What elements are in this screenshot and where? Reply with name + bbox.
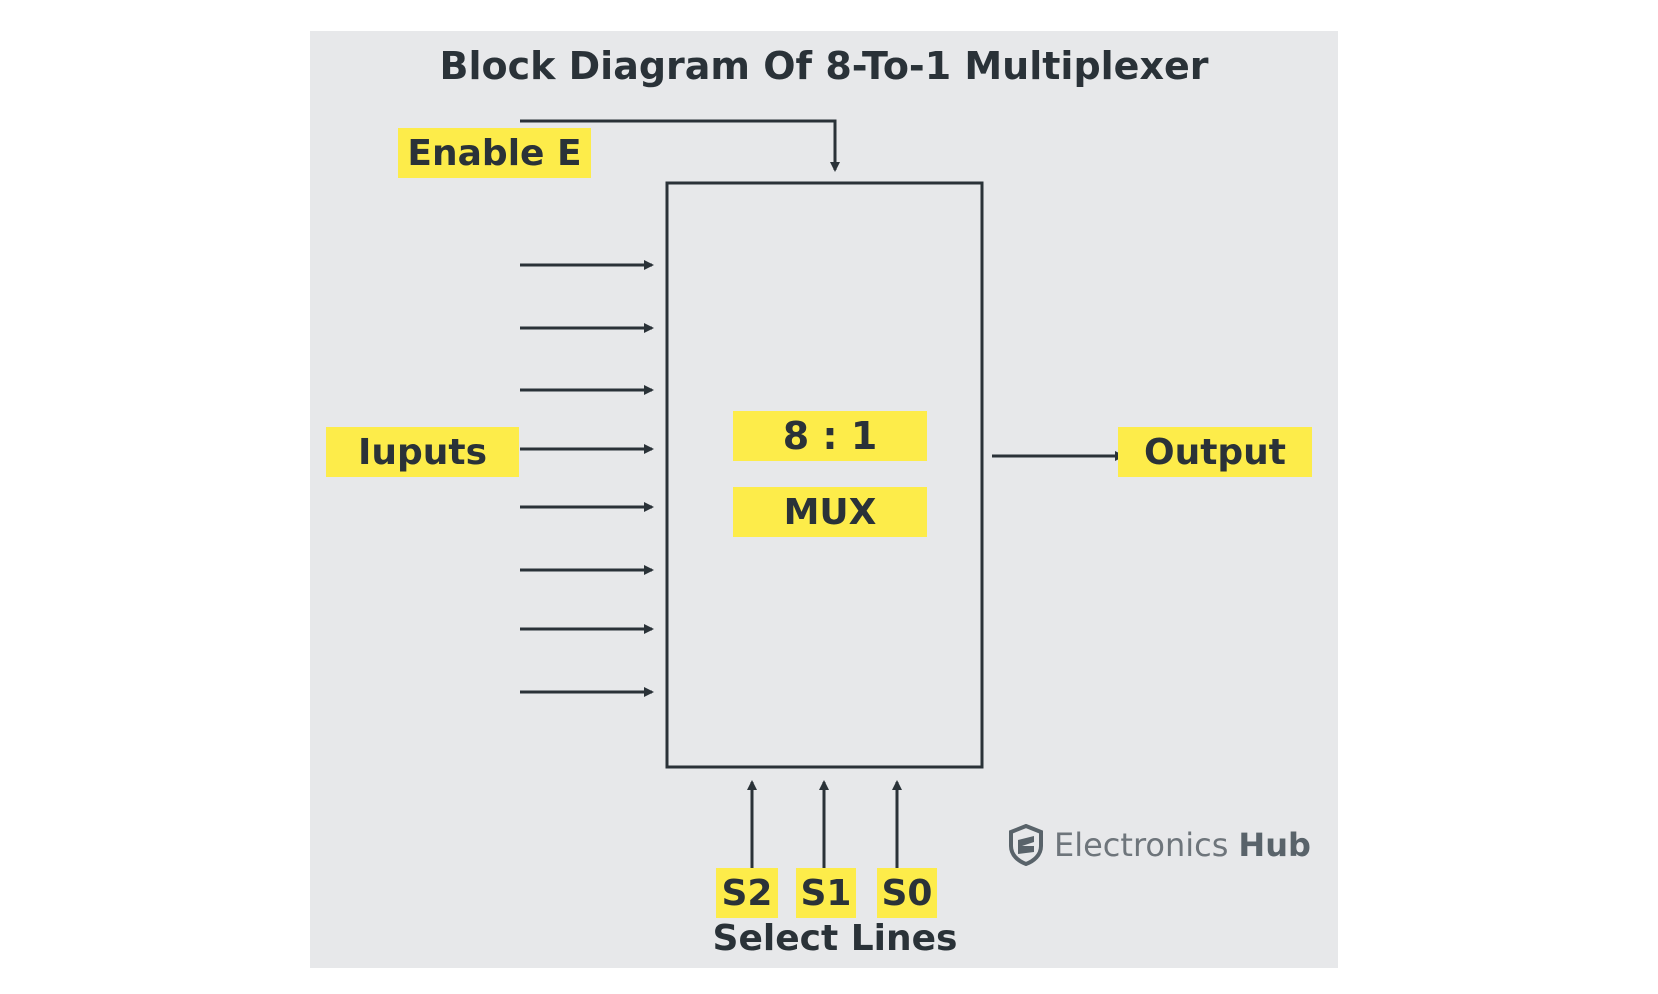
inputs-label: Iuputs <box>326 427 519 477</box>
select-line-s0: S0 <box>877 868 937 918</box>
select-line-s1: S1 <box>796 868 856 918</box>
mux-ratio-label: 8 : 1 <box>733 411 927 461</box>
diagram-title: Block Diagram Of 8-To-1 Multiplexer <box>439 44 1209 88</box>
brand-suffix: Hub <box>1238 826 1311 864</box>
brand-name: Electronics <box>1054 826 1229 864</box>
shield-logo-icon <box>1009 824 1043 866</box>
input-arrows <box>520 260 654 697</box>
mux-name-label: MUX <box>733 487 927 537</box>
select-lines-caption: Select Lines <box>712 918 958 959</box>
brand-logo: Electronics Hub <box>1008 820 1311 870</box>
enable-label: Enable E <box>398 128 591 178</box>
enable-line <box>520 119 840 172</box>
mux-block <box>665 181 984 769</box>
output-label: Output <box>1118 427 1312 477</box>
select-line-s2: S2 <box>716 868 778 918</box>
